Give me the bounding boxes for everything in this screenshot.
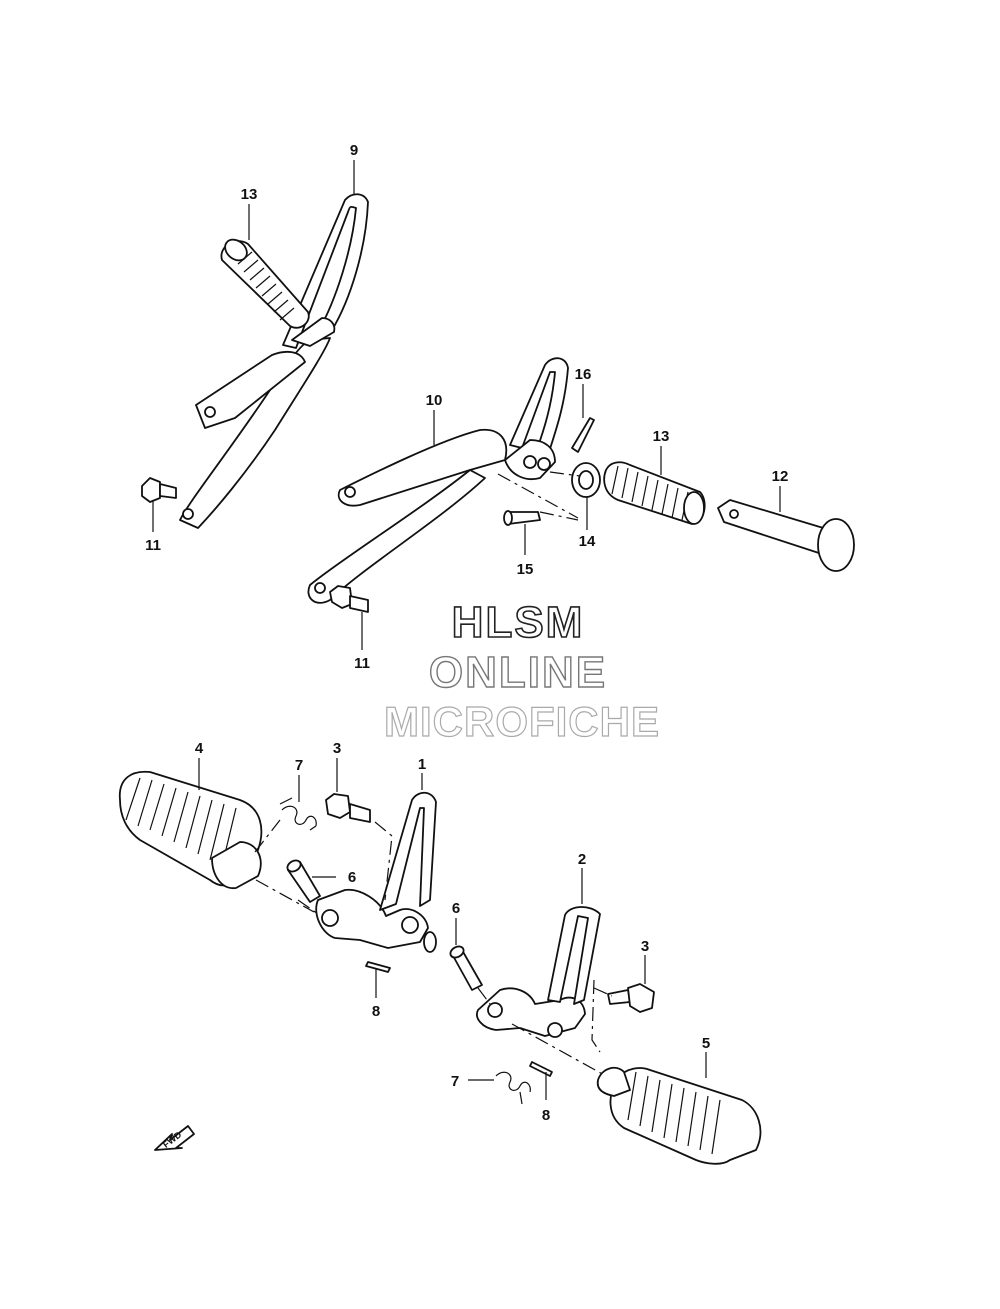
footpeg-rod-12 bbox=[717, 499, 855, 572]
callout-4: 4 bbox=[195, 740, 204, 757]
bolt-3-right bbox=[607, 983, 655, 1013]
watermark-line1: HLSM bbox=[452, 598, 585, 647]
callout-3-right: 3 bbox=[641, 938, 649, 955]
rear-footrest-bracket-right bbox=[307, 357, 855, 613]
cotter-pin-16 bbox=[571, 417, 595, 453]
callout-labels: 9 13 11 10 16 13 12 14 15 11 4 7 3 1 6 8… bbox=[145, 142, 788, 1124]
callout-10: 10 bbox=[426, 392, 443, 409]
callout-8-left: 8 bbox=[372, 1003, 380, 1020]
bolt-3-left bbox=[325, 793, 371, 823]
washer-14 bbox=[571, 462, 601, 498]
bolt-11-upper bbox=[141, 477, 177, 503]
callout-11-upper: 11 bbox=[145, 537, 161, 554]
grip-13-right bbox=[603, 461, 706, 525]
front-footrest-right bbox=[449, 906, 762, 1165]
callout-5: 5 bbox=[702, 1035, 710, 1052]
spring-7-left bbox=[279, 797, 317, 831]
watermark-line3: MICROFICHE bbox=[384, 698, 660, 745]
callout-13-right: 13 bbox=[653, 428, 670, 445]
front-footrest-left bbox=[118, 770, 437, 973]
callout-9: 9 bbox=[350, 142, 358, 159]
callout-2: 2 bbox=[578, 851, 586, 868]
callout-13-upper: 13 bbox=[241, 186, 258, 203]
pin-6-left bbox=[286, 859, 321, 903]
pin-6-right bbox=[449, 945, 483, 991]
callout-6-left: 6 bbox=[348, 869, 356, 886]
callout-7-left: 7 bbox=[295, 757, 303, 774]
bolt-11-lower bbox=[329, 585, 369, 613]
callout-8-right: 8 bbox=[542, 1107, 550, 1124]
cotter-pin-8-left bbox=[365, 961, 391, 973]
callout-3-left: 3 bbox=[333, 740, 341, 757]
callout-14: 14 bbox=[579, 533, 596, 550]
watermark-line2: ONLINE bbox=[429, 648, 607, 697]
fwd-arrow-icon: FWD bbox=[154, 1125, 195, 1151]
callout-12: 12 bbox=[772, 468, 789, 485]
leader-lines bbox=[152, 160, 781, 1100]
watermark: HLSM ONLINE MICROFICHE bbox=[383, 597, 660, 745]
callout-15: 15 bbox=[517, 561, 534, 578]
callout-6-right: 6 bbox=[452, 900, 460, 917]
spring-7-right bbox=[495, 1071, 531, 1105]
callout-16: 16 bbox=[575, 366, 592, 383]
callout-11-lower: 11 bbox=[354, 655, 370, 672]
cotter-pin-8-right bbox=[529, 1061, 553, 1077]
pin-15 bbox=[503, 510, 541, 526]
callout-7-right: 7 bbox=[451, 1073, 459, 1090]
callout-1: 1 bbox=[418, 756, 426, 773]
rear-footrest-bracket-left bbox=[141, 193, 369, 529]
